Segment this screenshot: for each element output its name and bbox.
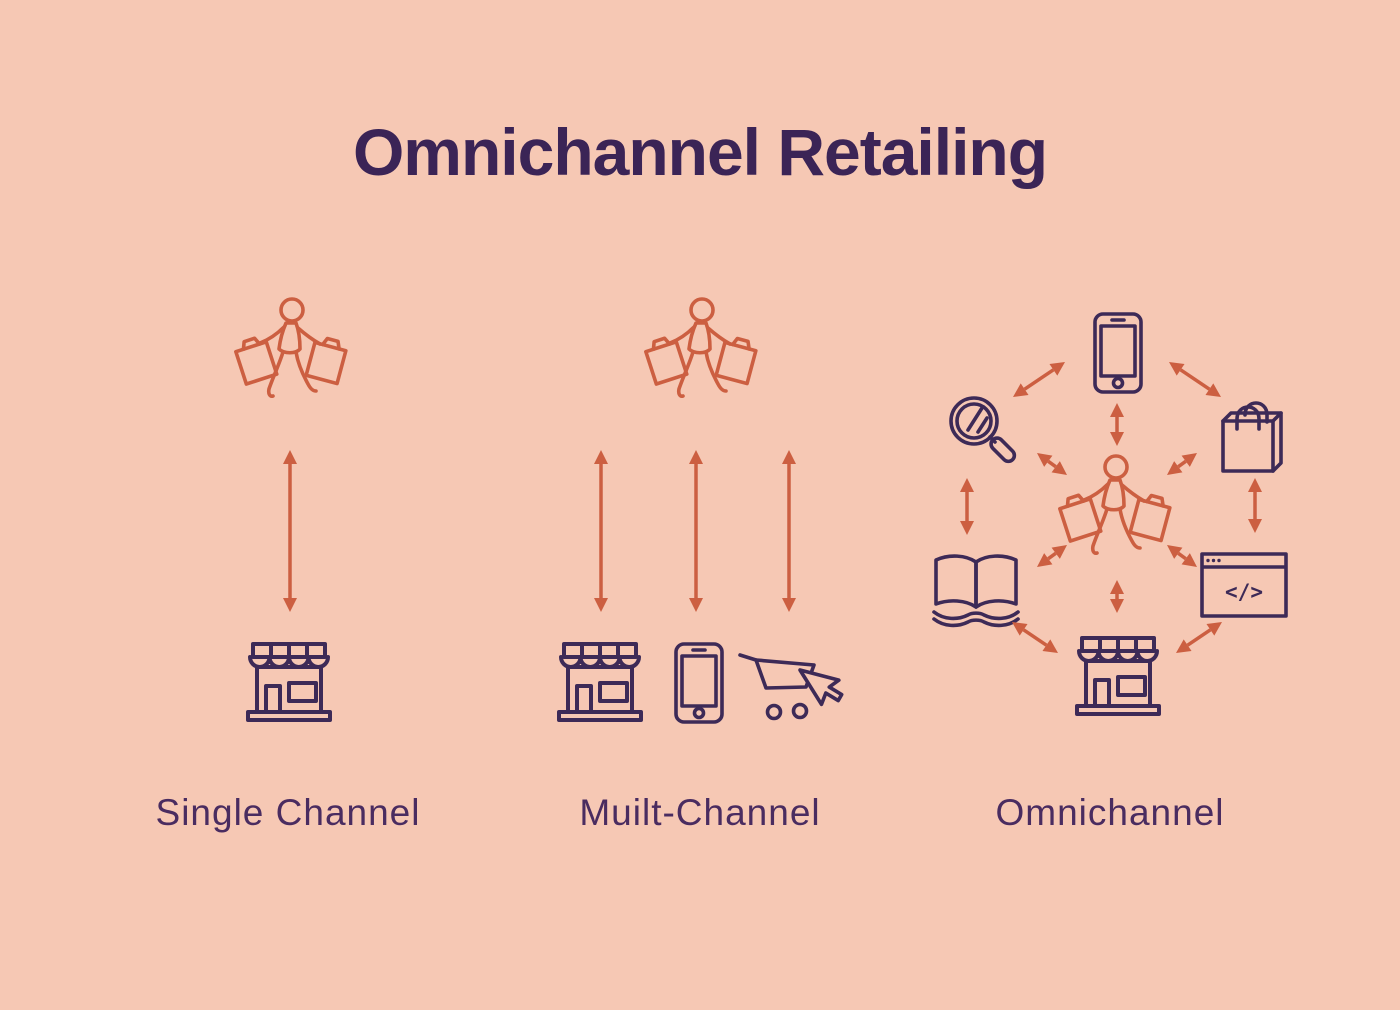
double-arrow — [1037, 453, 1067, 475]
double-arrow — [689, 450, 703, 612]
smartphone-icon — [1093, 312, 1143, 394]
double-arrow — [283, 450, 297, 612]
shopping-bag-icon — [1221, 401, 1283, 473]
store-icon — [557, 642, 643, 722]
double-arrow — [1169, 362, 1221, 397]
page-title: Omnichannel Retailing — [352, 115, 1048, 189]
double-arrow — [1176, 622, 1222, 653]
double-arrow — [782, 450, 796, 612]
omnichannel-group — [932, 312, 1288, 716]
magnifier-icon — [949, 396, 1019, 466]
code-window-icon — [1200, 552, 1288, 618]
multi-channel-label: Muilt-Channel — [579, 792, 821, 833]
cart-cursor-icon — [738, 653, 850, 721]
double-arrow — [594, 450, 608, 612]
shopper-icon — [641, 297, 760, 398]
arrows-layer — [283, 362, 1262, 653]
double-arrow — [1167, 545, 1197, 567]
shopper-icon — [231, 297, 350, 398]
smartphone-icon — [674, 642, 724, 724]
store-icon — [1075, 636, 1161, 716]
omnichannel-label: Omnichannel — [995, 792, 1225, 833]
double-arrow — [960, 478, 974, 535]
double-arrow — [1110, 580, 1124, 613]
double-arrow — [1110, 403, 1124, 446]
double-arrow — [1037, 545, 1067, 567]
double-arrow — [1012, 622, 1058, 653]
double-arrow — [1248, 478, 1262, 533]
single-channel-label: Single Channel — [155, 792, 421, 833]
double-arrow — [1167, 453, 1197, 475]
book-icon — [932, 554, 1020, 628]
double-arrow — [1013, 362, 1065, 397]
shopper-icon — [1055, 454, 1174, 555]
store-icon — [246, 642, 332, 722]
